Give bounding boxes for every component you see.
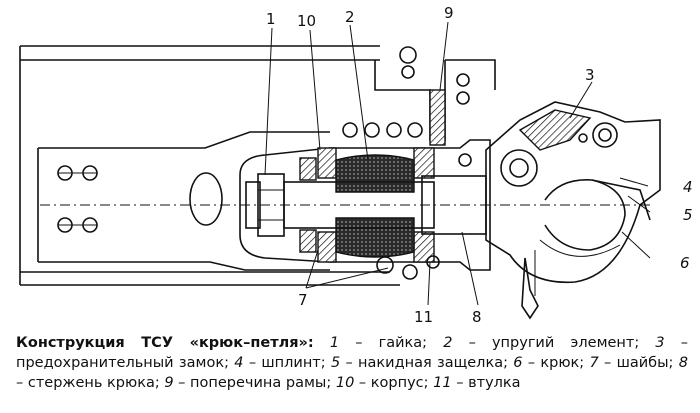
frame-beam (19, 45, 400, 286)
caption-num-9: 9 (164, 375, 174, 391)
callout-3: 3 (585, 66, 595, 84)
caption-num-5: 5 (330, 355, 341, 371)
frame-cross-member (374, 46, 496, 146)
caption-num-10: 10 (335, 375, 355, 391)
caption-text-8: – стержень крюка; (16, 375, 165, 391)
caption-title: Конструкция ТСУ «крюк–петля»: (16, 335, 314, 351)
hook-assembly (485, 101, 661, 320)
caption-text-10: – корпус; (354, 375, 434, 391)
caption-text-4: – шплинт; (243, 355, 331, 371)
caption-num-6: 6 (513, 355, 523, 371)
tow-hitch-drawing: 1 10 2 9 3 4 5 6 7 11 8 (19, 4, 693, 326)
caption-num-11: 11 (433, 375, 452, 391)
caption-num-1: 1 (329, 335, 340, 351)
caption-text-9: – поперечина рамы; (173, 375, 336, 391)
caption-num-8: 8 (678, 355, 688, 371)
caption-text-1: – гайка; (339, 335, 444, 351)
elastic-element (335, 154, 415, 258)
housing-bolts (342, 122, 472, 280)
leader-lines (264, 21, 651, 306)
caption-text-6: – крюк; (522, 355, 590, 371)
callout-2: 2 (345, 8, 355, 26)
callout-10: 10 (297, 12, 316, 30)
callout-7: 7 (298, 291, 308, 309)
figure-caption: Конструкция ТСУ «крюк–петля»: 1 – гайка;… (16, 333, 688, 393)
caption-text-3: – предохранительный замок; (16, 335, 688, 371)
callout-11: 11 (414, 308, 433, 326)
callout-6: 6 (680, 254, 690, 272)
caption-text-11: – втулка (451, 375, 521, 391)
caption-num-2: 2 (443, 335, 453, 351)
callout-4: 4 (683, 178, 693, 196)
caption-num-4: 4 (234, 355, 244, 371)
callout-8: 8 (472, 308, 482, 326)
caption-text-7: – шайбы; (598, 355, 679, 371)
caption-num-3: 3 (655, 335, 665, 351)
callout-9: 9 (444, 4, 454, 22)
caption-num-7: 7 (589, 355, 599, 371)
callout-5: 5 (683, 206, 693, 224)
caption-text-5: – накидная защелка; (340, 355, 514, 371)
caption-text-2: – упругий элемент; (452, 335, 656, 351)
callout-1: 1 (266, 10, 276, 28)
